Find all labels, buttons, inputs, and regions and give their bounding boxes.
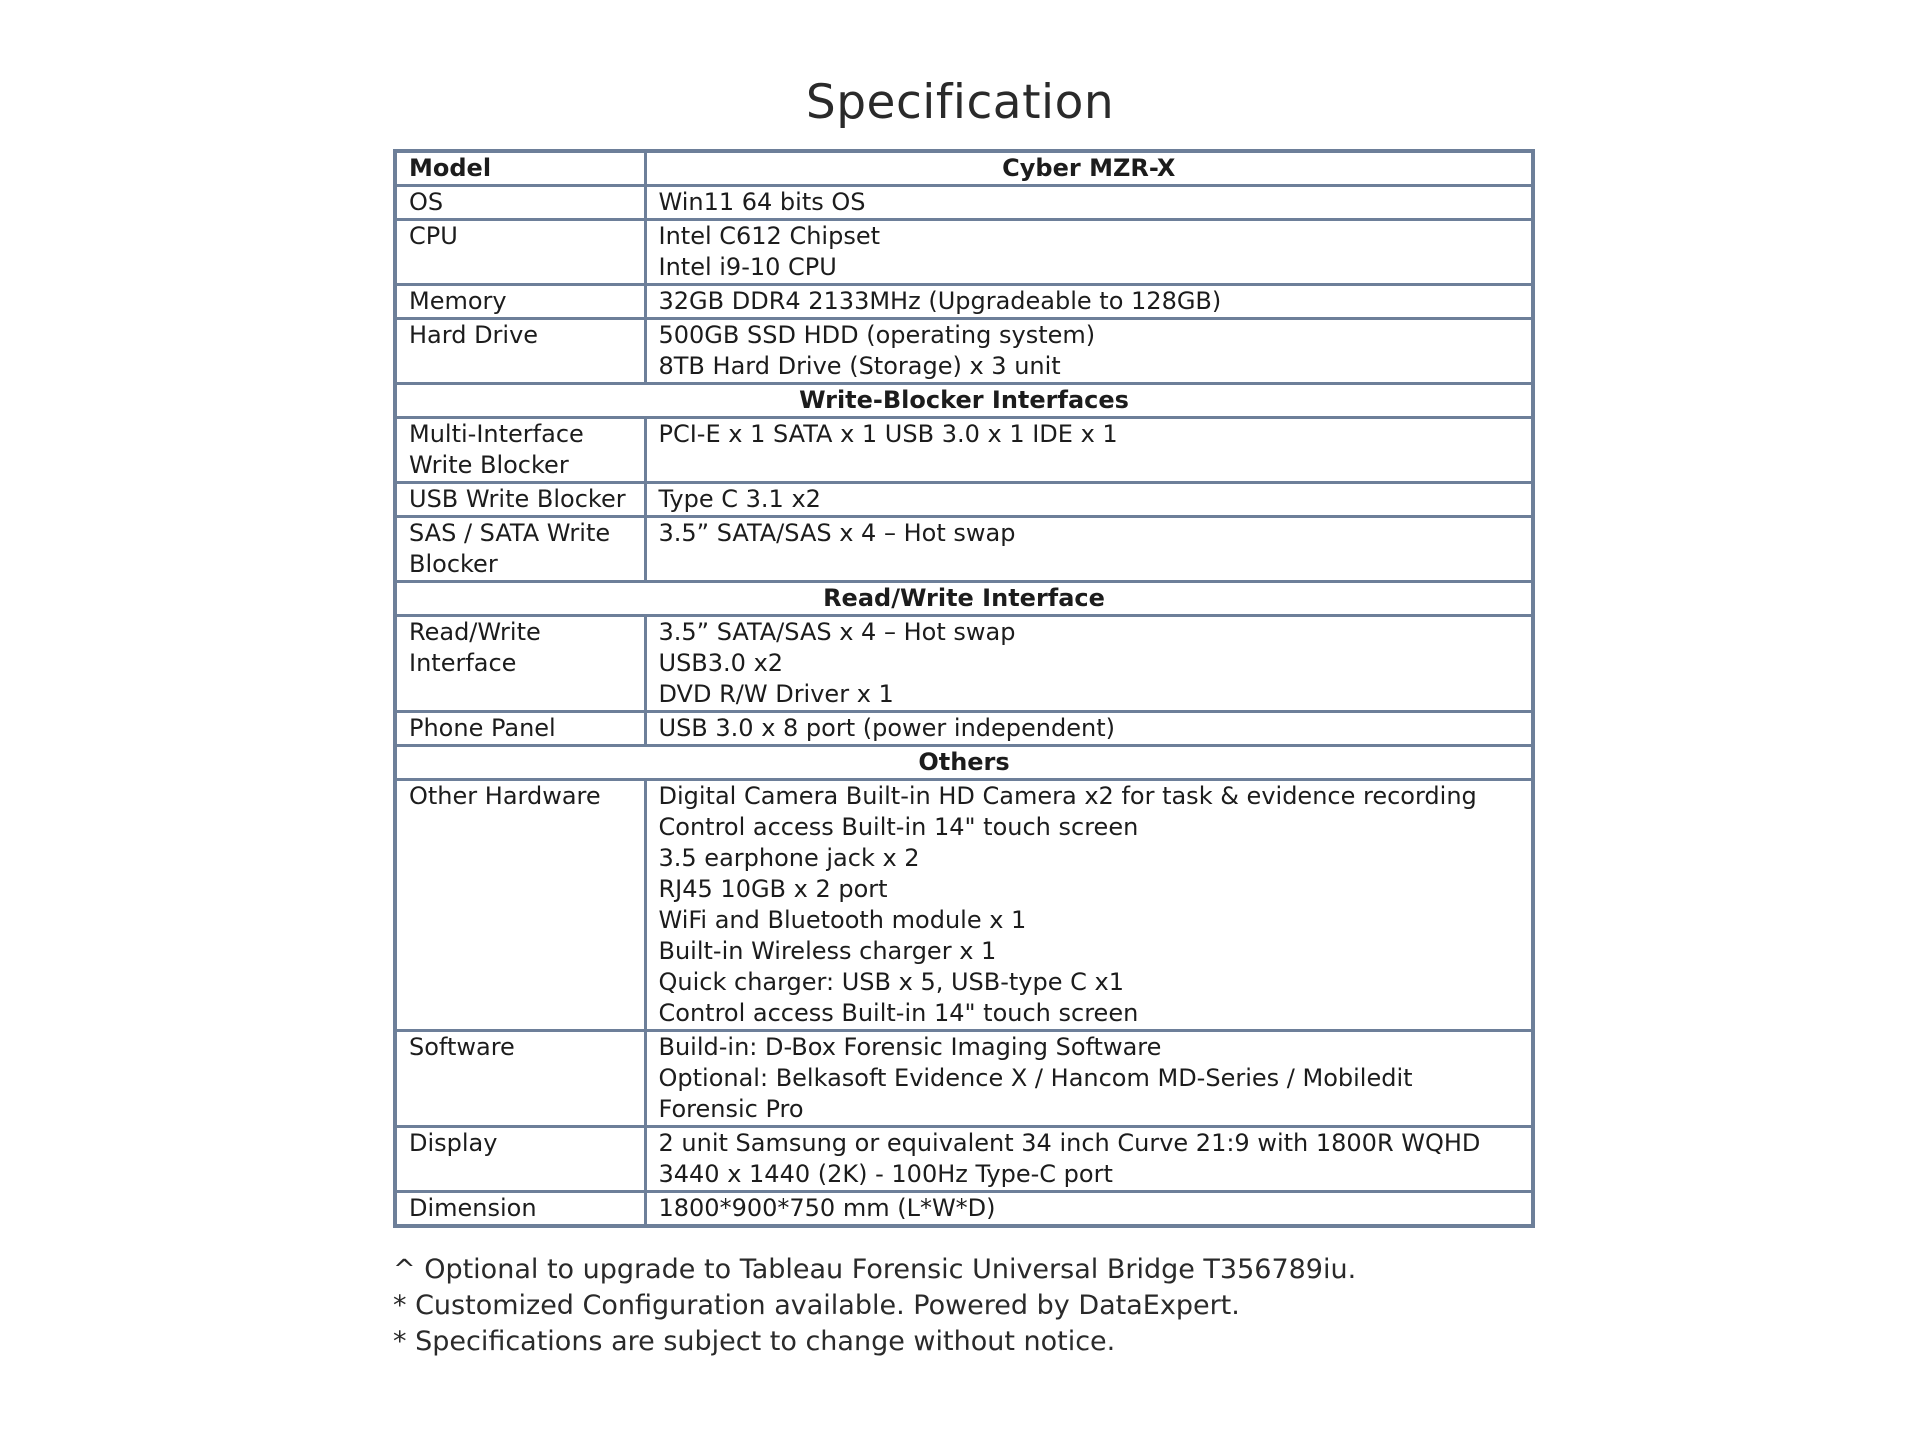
spec-value: Win11 64 bits OS [643, 184, 1535, 221]
spec-label: Dimension [393, 1190, 647, 1228]
model-label: Model [393, 149, 647, 187]
spec-value: Type C 3.1 x2 [643, 481, 1535, 518]
page-title: Specification [805, 75, 1115, 130]
spec-value: 500GB SSD HDD (operating system) 8TB Har… [643, 317, 1535, 385]
spec-value: 32GB DDR4 2133MHz (Upgradeable to 128GB) [643, 283, 1535, 320]
spec-label: Read/Write Interface [393, 614, 647, 713]
footnotes: ^ Optional to upgrade to Tableau Forensi… [393, 1252, 1593, 1360]
spec-label: SAS / SATA Write Blocker [393, 515, 647, 583]
table-header-row: Model Cyber MZR-X [393, 149, 1535, 187]
spec-value: 1800*900*750 mm (L*W*D) [643, 1190, 1535, 1228]
spec-value: 2 unit Samsung or equivalent 34 inch Cur… [643, 1125, 1535, 1193]
spec-label: Multi-Interface Write Blocker [393, 416, 647, 484]
spec-label: Hard Drive [393, 317, 647, 385]
spec-label: Display [393, 1125, 647, 1193]
spec-label: Software [393, 1029, 647, 1128]
spec-value: USB 3.0 x 8 port (power independent) [643, 710, 1535, 747]
footnote: * Specifications are subject to change w… [393, 1326, 1116, 1357]
spec-value: Digital Camera Built-in HD Camera x2 for… [643, 778, 1535, 1032]
spec-value: 3.5” SATA/SAS x 4 – Hot swap USB3.0 x2 D… [643, 614, 1535, 713]
spec-value: Intel C612 Chipset Intel i9-10 CPU [643, 218, 1535, 286]
section-heading: Read/Write Interface [393, 580, 1535, 617]
model-value: Cyber MZR-X [643, 149, 1535, 187]
spec-label: CPU [393, 218, 647, 286]
section-heading: Others [393, 744, 1535, 781]
spec-label: USB Write Blocker [393, 481, 647, 518]
footnote: * Customized Configuration available. Po… [393, 1290, 1240, 1321]
spec-value: PCI-E x 1 SATA x 1 USB 3.0 x 1 IDE x 1 [643, 416, 1535, 484]
footnote: ^ Optional to upgrade to Tableau Forensi… [393, 1254, 1357, 1285]
spec-value: 3.5” SATA/SAS x 4 – Hot swap [643, 515, 1535, 583]
section-row: Others [393, 744, 1535, 781]
spec-value: Build-in: D-Box Forensic Imaging Softwar… [643, 1029, 1535, 1128]
spec-label: Other Hardware [393, 778, 647, 1032]
section-heading: Write-Blocker Interfaces [393, 382, 1535, 419]
spec-label: OS [393, 184, 647, 221]
section-row: Read/Write Interface [393, 580, 1535, 617]
spec-label: Memory [393, 283, 647, 320]
section-row: Write-Blocker Interfaces [393, 382, 1535, 419]
spec-label: Phone Panel [393, 710, 647, 747]
